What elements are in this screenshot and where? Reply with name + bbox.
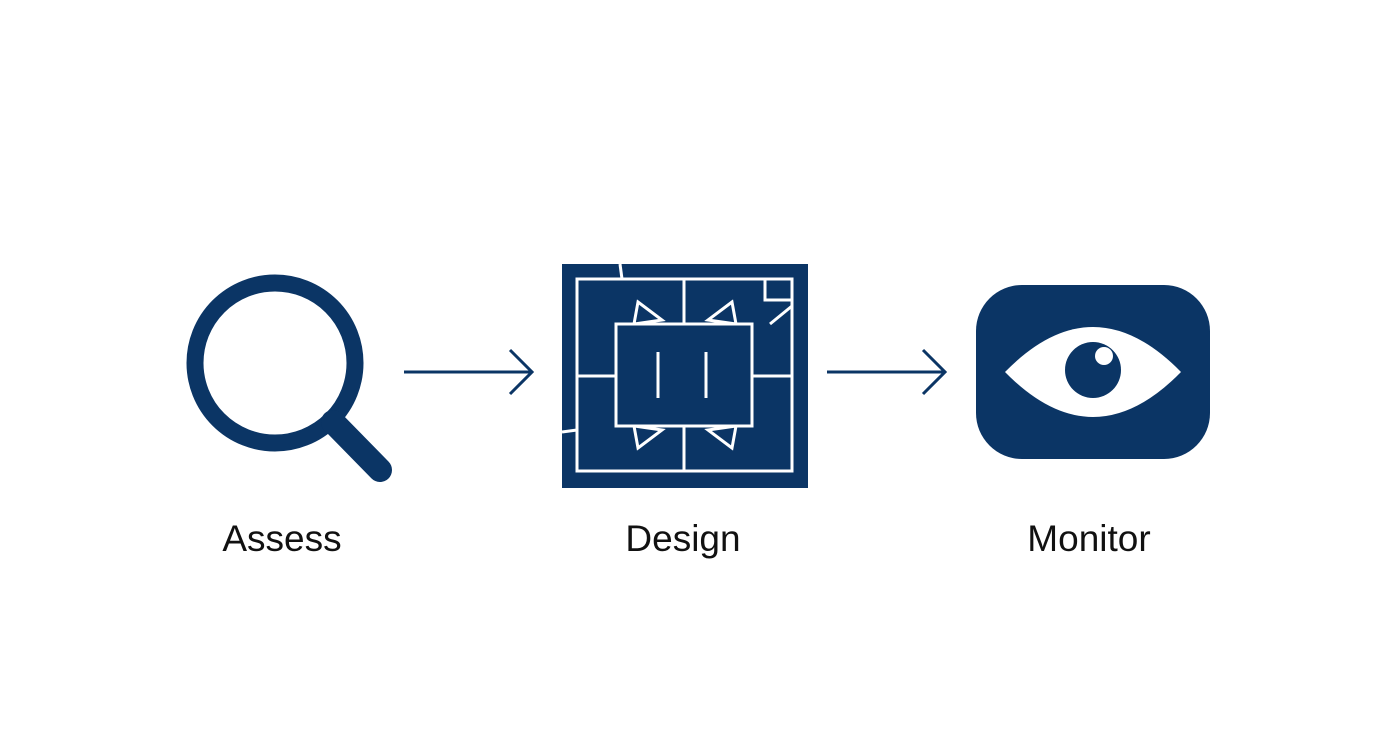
step-label-monitor: Monitor [1027,518,1151,559]
magnifier-icon [186,274,392,482]
step-label-design: Design [625,518,741,559]
step-label-assess: Assess [222,518,342,559]
blueprint-icon [561,263,808,488]
eye-icon [976,285,1210,459]
arrow-right-icon [827,348,948,396]
arrow-right-icon [404,348,535,396]
